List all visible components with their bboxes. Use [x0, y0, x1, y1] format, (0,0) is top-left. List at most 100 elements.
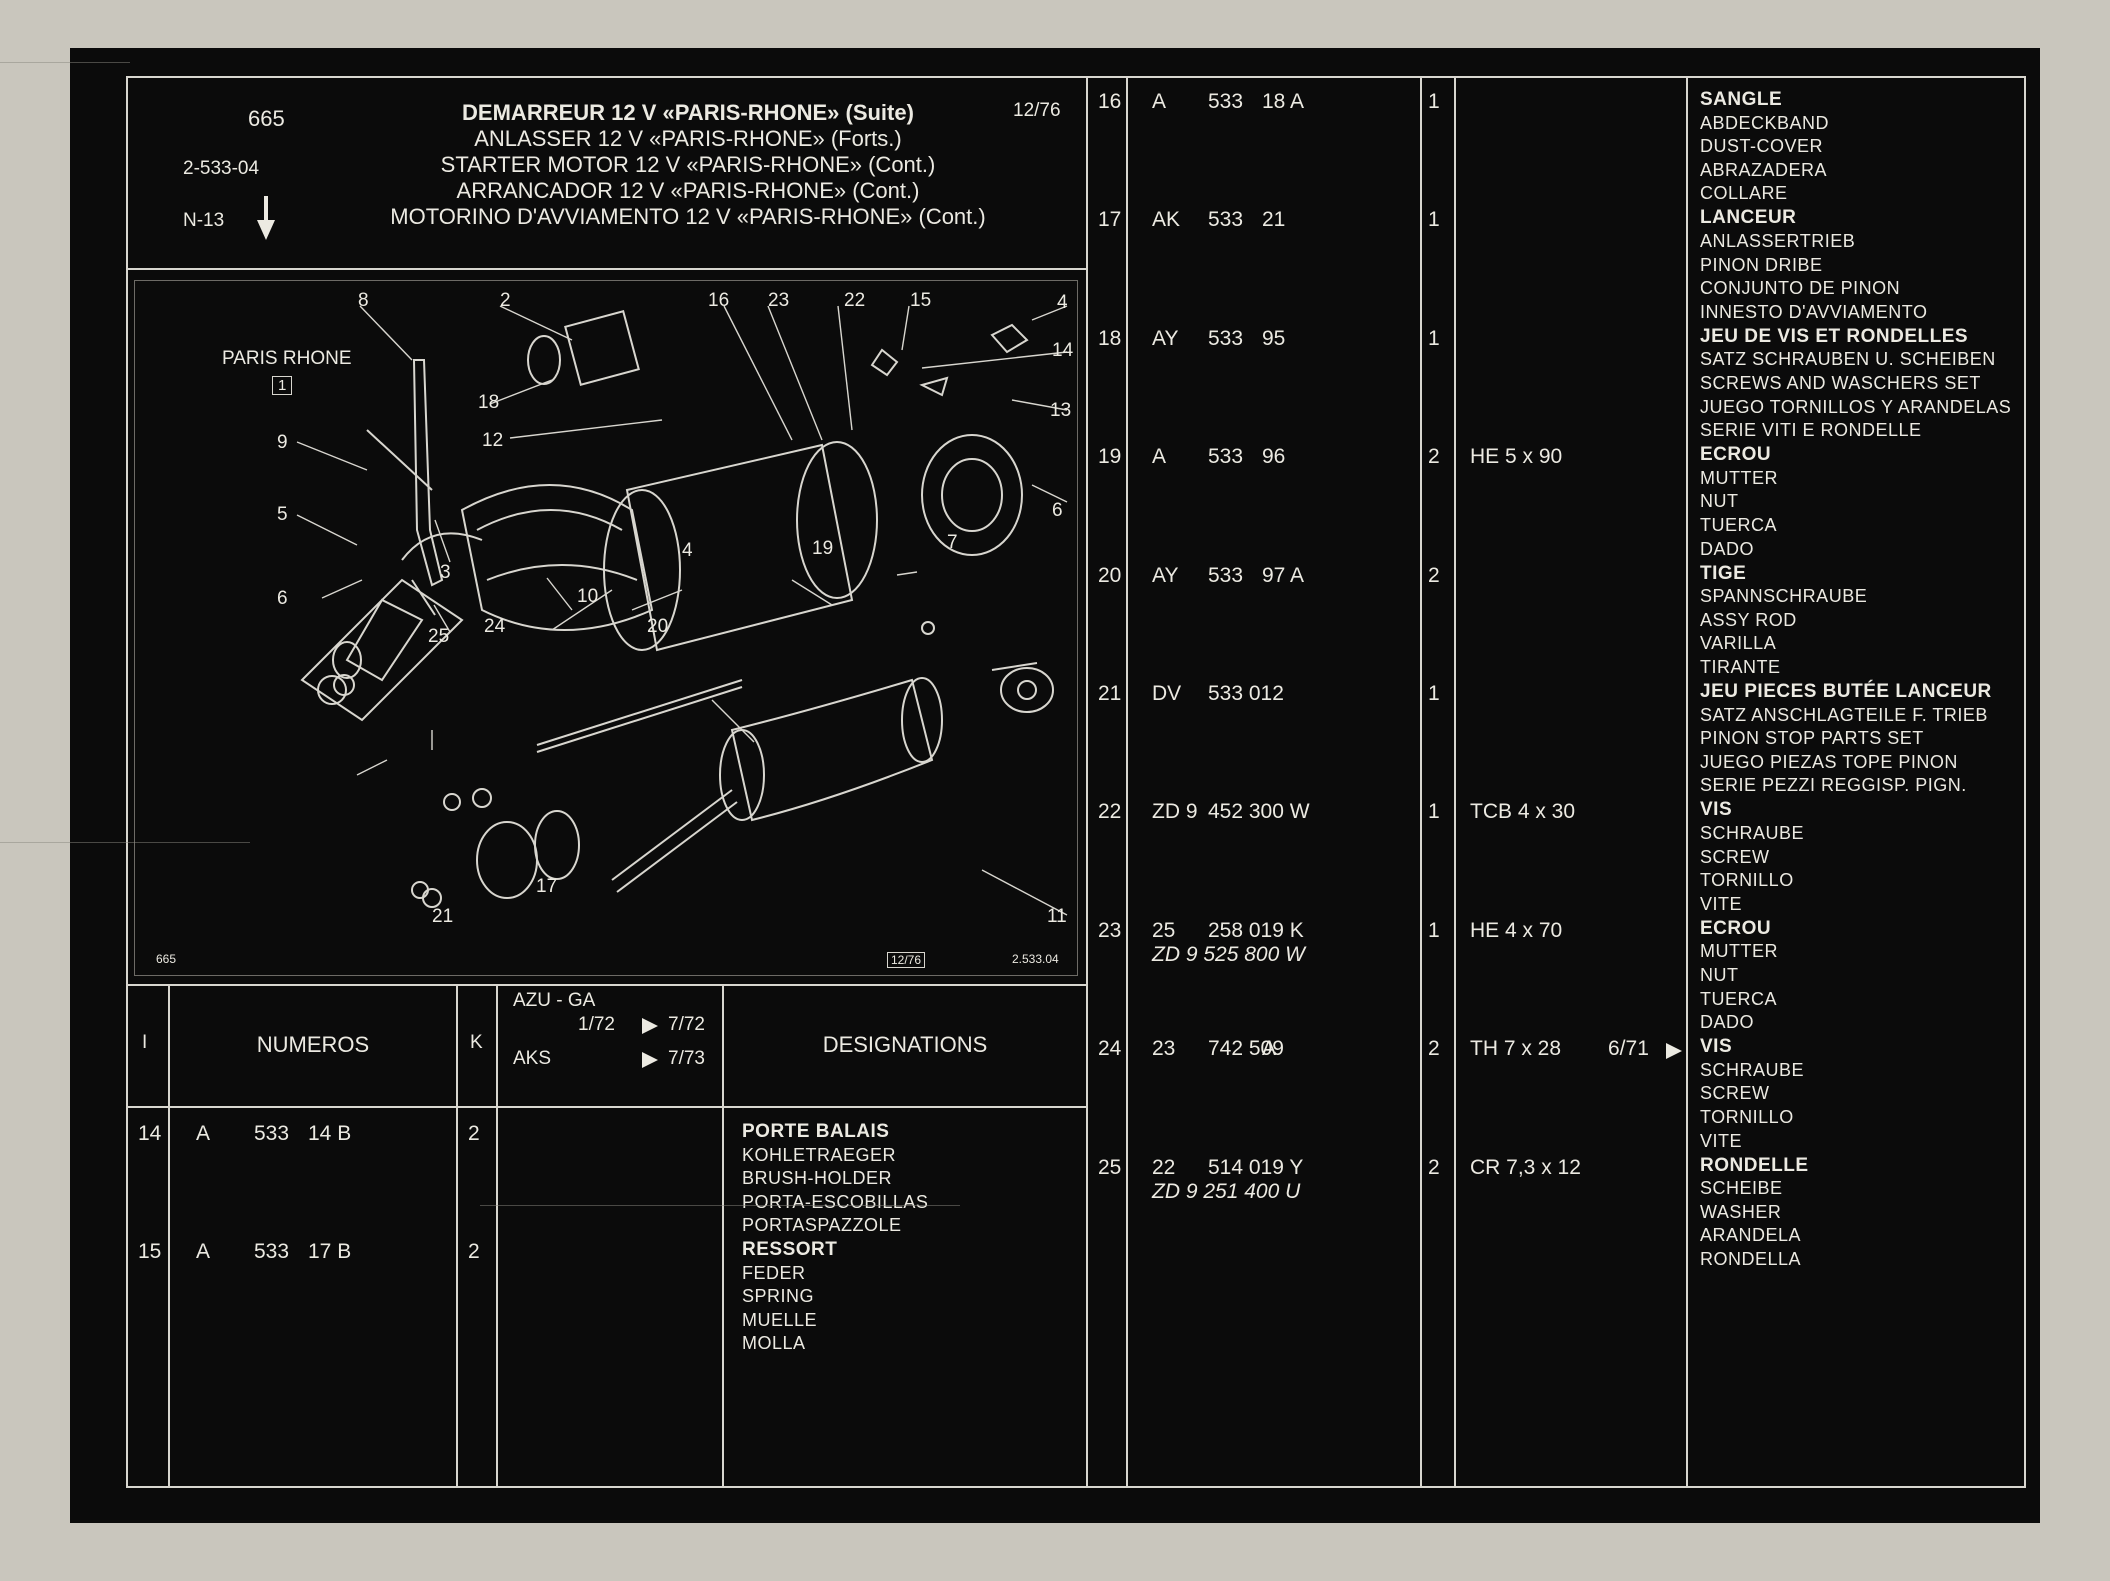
right-row-p1: AY — [1152, 563, 1179, 587]
right-row-p2: 533 012 — [1208, 682, 1284, 705]
right-row-p1: DV — [1152, 682, 1182, 705]
right-row-p1: 22 — [1152, 1155, 1176, 1179]
col-line-r2 — [1420, 78, 1422, 1488]
right-row-p1: 25 — [1152, 918, 1176, 942]
callout-24: 24 — [484, 616, 506, 637]
right-row-p1: A — [1152, 445, 1167, 469]
diagram-footer-mid: 12/76 — [887, 952, 926, 968]
right-row-item: 22 — [1098, 800, 1122, 824]
callout-6b: 6 — [1052, 500, 1063, 521]
callout-11: 11 — [1047, 906, 1067, 927]
right-row-p1: ZD 9 — [1152, 800, 1198, 824]
right-row-spec: HE 4 x 70 — [1470, 918, 1563, 942]
right-row-qty: 1 — [1428, 918, 1440, 942]
col-line-r1 — [1126, 78, 1128, 1488]
col-header-i: I — [142, 1032, 148, 1053]
exploded-diagram: PARIS RHONE 1 8 2 16 23 22 15 4 14 13 18… — [132, 280, 1082, 980]
callout-12: 12 — [482, 430, 504, 451]
play-arrow-icon — [1666, 1043, 1682, 1060]
title-en: STARTER MOTOR 12 V «PARIS-RHONE» (Cont.) — [440, 152, 936, 177]
callout-3: 3 — [440, 562, 451, 583]
right-row-alt-number: ZD 9 251 400 U — [1152, 1179, 1301, 1203]
right-row-p2: 533 — [1208, 326, 1244, 350]
right-row-p2: 258 019 K — [1208, 918, 1304, 942]
callout-25: 25 — [428, 626, 450, 647]
divider-table-head — [128, 1106, 1086, 1108]
right-row-p1: 23 — [1152, 1037, 1176, 1061]
right-row-p3: 97 A — [1262, 563, 1305, 587]
right-row-spec: TCB 4 x 30 — [1470, 800, 1576, 824]
callout-16: 16 — [708, 290, 730, 311]
date: 12/76 — [1013, 100, 1061, 121]
callout-5: 5 — [277, 504, 288, 525]
right-row-qty: 1 — [1428, 90, 1440, 113]
model-1-from: 1/72 — [578, 1014, 615, 1035]
right-row-spec: CR 7,3 x 12 — [1470, 1155, 1581, 1179]
arrow-down-icon — [257, 196, 275, 240]
col-header-k: K — [470, 1032, 483, 1053]
right-row-note: 6/71 — [1608, 1037, 1649, 1061]
right-row-item: 25 — [1098, 1155, 1122, 1179]
col-line-k — [496, 984, 498, 1488]
callout-15: 15 — [910, 290, 932, 311]
col-header-numeros: NUMEROS — [256, 1032, 370, 1057]
right-row-qty: 2 — [1428, 1155, 1440, 1179]
divider-diagram — [128, 984, 1086, 986]
diagram-frame — [134, 280, 1078, 976]
callout-14: 14 — [1052, 340, 1074, 361]
right-row-p2: 514 019 Y — [1208, 1155, 1304, 1179]
right-row-item: 21 — [1098, 682, 1122, 705]
right-row-p1: AY — [1152, 326, 1179, 350]
diagram-footer-left: 665 — [156, 952, 177, 966]
right-row-spec: TH 7 x 28 — [1470, 1037, 1562, 1061]
diagram-footer-right: 2.533.04 — [1012, 952, 1059, 966]
col-line-r4 — [1686, 78, 1688, 1488]
callout-21: 21 — [432, 906, 454, 927]
play-arrow-icon — [642, 1018, 658, 1034]
callout-9: 9 — [277, 432, 288, 453]
right-row-item: 23 — [1098, 918, 1122, 942]
right-row-item: 17 — [1098, 208, 1122, 232]
title-de: ANLASSER 12 V «PARIS-RHONE» (Forts.) — [474, 126, 902, 151]
model-2-to: 7/73 — [668, 1048, 705, 1069]
film-scratch — [0, 842, 250, 843]
model-2-name: AKS — [513, 1048, 552, 1069]
right-row-spec: HE 5 x 90 — [1470, 445, 1563, 469]
callout-18: 18 — [478, 392, 500, 413]
right-row-p2: 742 509 — [1208, 1037, 1284, 1061]
film-scratch — [480, 1205, 960, 1206]
callout-10: 10 — [577, 586, 599, 607]
right-row-p2: 533 — [1208, 445, 1244, 469]
callout-17: 17 — [536, 876, 558, 897]
right-row-p2: 452 300 W — [1208, 800, 1310, 824]
starter-motor-drawing — [296, 305, 1068, 916]
right-row-p1: A — [1152, 90, 1167, 113]
film-scratch — [0, 62, 130, 63]
callout-6a: 6 — [277, 588, 288, 609]
callout-22: 22 — [844, 290, 866, 311]
callout-2: 2 — [500, 290, 511, 311]
callout-20: 20 — [647, 616, 669, 637]
title-it: MOTORINO D'AVVIAMENTO 12 V «PARIS-RHONE»… — [390, 204, 986, 229]
right-row-qty: 1 — [1428, 682, 1440, 705]
right-row-p3: A — [1262, 1037, 1277, 1061]
callout-7: 7 — [947, 532, 958, 553]
col-line-i — [168, 984, 170, 1488]
model-1-to: 7/72 — [668, 1014, 705, 1035]
right-row-item: 16 — [1098, 90, 1122, 113]
callout-8: 8 — [358, 290, 369, 311]
col-line-r3 — [1454, 78, 1456, 1488]
right-row-p1: AK — [1152, 208, 1181, 232]
model-1-name: AZU - GA — [513, 990, 596, 1011]
right-row-qty: 2 — [1428, 1037, 1440, 1061]
divider-left-right — [1086, 78, 1088, 1488]
right-row-alt-number: ZD 9 525 800 W — [1152, 942, 1305, 966]
callout-4b: 4 — [682, 540, 693, 561]
title-fr: DEMARREUR 12 V «PARIS-RHONE» (Suite) — [462, 100, 914, 125]
